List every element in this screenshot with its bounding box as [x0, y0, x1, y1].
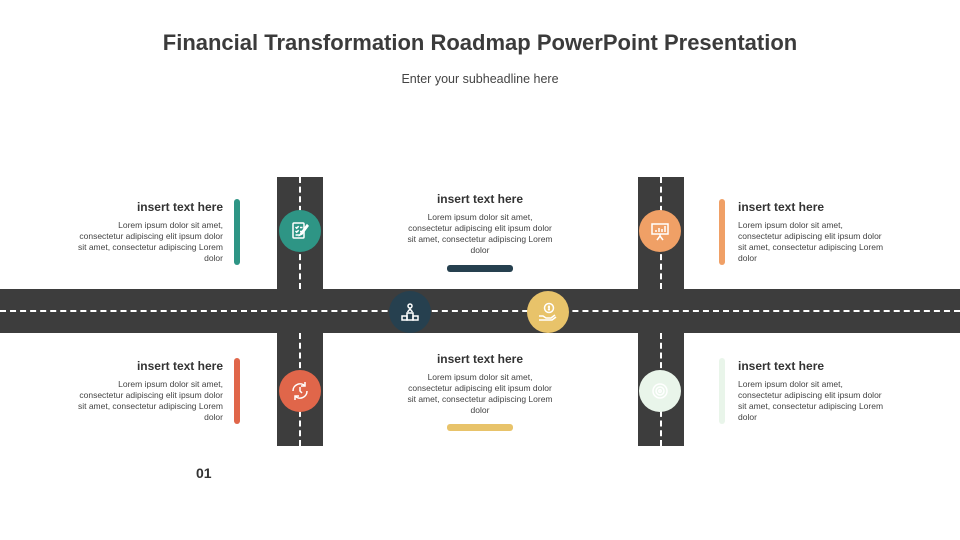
card-bottom-right-heading: insert text here — [738, 359, 825, 373]
podium-icon — [389, 291, 431, 333]
page-number: 01 — [196, 465, 212, 481]
road-horizontal — [0, 289, 960, 333]
card-top-center-body: Lorem ipsum dolor sit amet, consectetur … — [407, 212, 553, 255]
card-bottom-left-body: Lorem ipsum dolor sit amet, consectetur … — [77, 379, 223, 422]
card-bottom-center-body: Lorem ipsum dolor sit amet, consectetur … — [407, 372, 553, 415]
card-bottom-center-heading: insert text here — [436, 352, 524, 366]
slide-title: Financial Transformation Roadmap PowerPo… — [162, 30, 798, 55]
accent-bar-red — [234, 358, 240, 424]
card-top-left-body: Lorem ipsum dolor sit amet, consectetur … — [77, 220, 223, 263]
card-top-right-heading: insert text here — [738, 200, 825, 214]
slide-subtitle: Enter your subheadline here — [401, 72, 559, 86]
card-top-center-heading: insert text here — [436, 192, 524, 206]
accent-bar-mint — [719, 358, 725, 424]
target-icon — [639, 370, 681, 412]
card-bottom-left-heading: insert text here — [136, 359, 223, 373]
accent-bar-yellow — [447, 424, 513, 431]
card-top-left-heading: insert text here — [136, 200, 223, 214]
accent-bar-navy — [447, 265, 513, 272]
accent-bar-teal — [234, 199, 240, 265]
presentation-chart-icon — [639, 210, 681, 252]
accent-bar-orange — [719, 199, 725, 265]
money-hand-icon — [527, 291, 569, 333]
card-top-right-body: Lorem ipsum dolor sit amet, consectetur … — [738, 220, 884, 263]
clock-cycle-icon — [279, 370, 321, 412]
checklist-icon — [279, 210, 321, 252]
card-bottom-right-body: Lorem ipsum dolor sit amet, consectetur … — [738, 379, 884, 422]
